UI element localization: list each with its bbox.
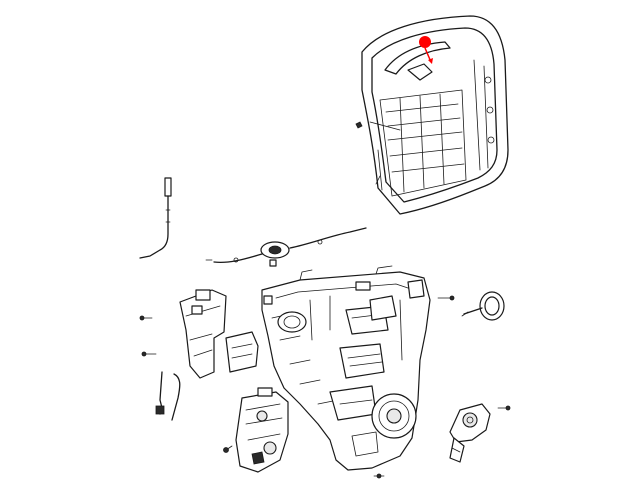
red-callout-dot xyxy=(419,36,433,64)
latch-bracket xyxy=(179,289,259,379)
door-latch xyxy=(235,387,289,473)
regulator-cable xyxy=(205,227,367,264)
fasteners xyxy=(139,295,511,479)
cable-clip xyxy=(269,259,277,267)
link-rods xyxy=(155,371,181,421)
actuator-rod xyxy=(139,177,172,259)
window-motor xyxy=(449,403,491,463)
door-frame xyxy=(355,15,509,215)
handle-ring xyxy=(461,291,505,321)
door-module-panel xyxy=(261,265,431,471)
